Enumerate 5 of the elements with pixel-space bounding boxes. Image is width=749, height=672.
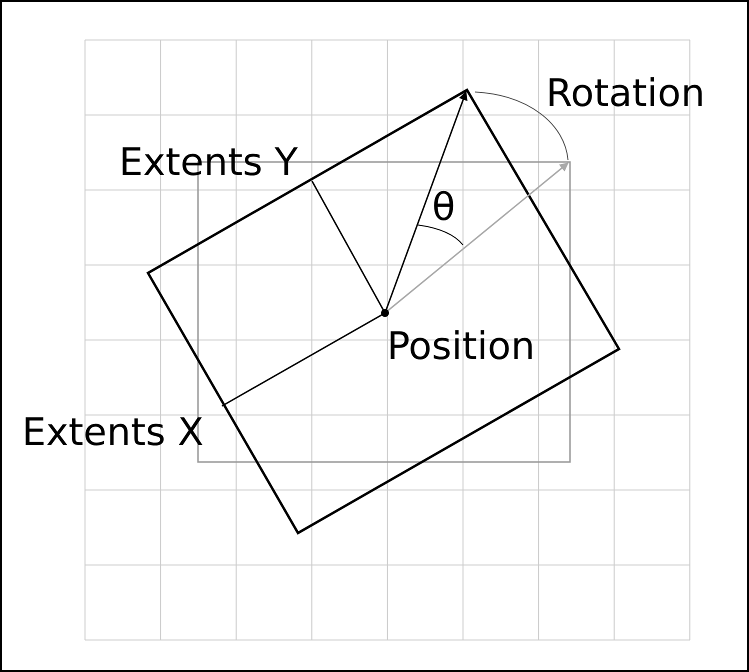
rotation-label: Rotation (546, 74, 705, 112)
angle-label: θ (432, 188, 456, 226)
position-label: Position (387, 327, 535, 365)
extents-label: Extents X (22, 413, 204, 451)
extents-label: Extents Y (119, 143, 298, 181)
